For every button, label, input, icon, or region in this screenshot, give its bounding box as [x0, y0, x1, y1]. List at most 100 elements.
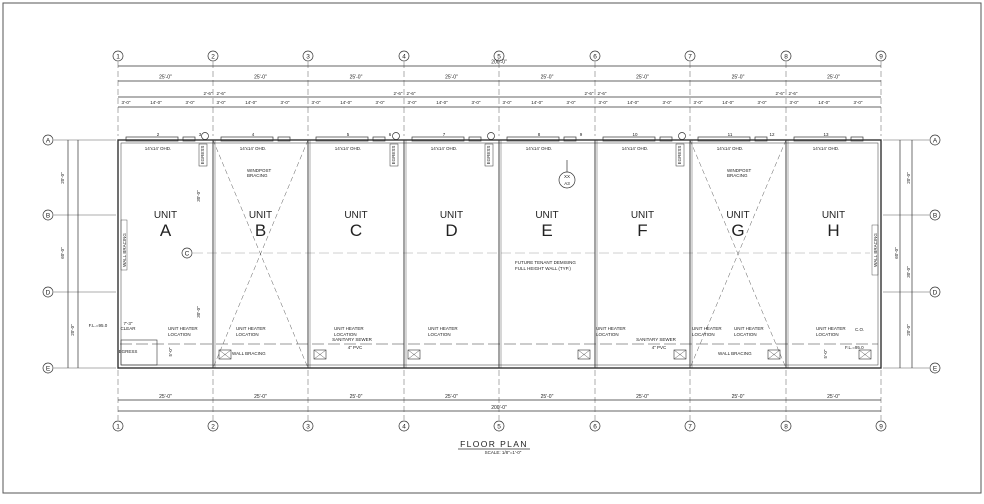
building-inner-outline — [120, 142, 879, 366]
ohd-small-7 — [754, 136, 768, 142]
unit-heater-box-5 — [767, 349, 781, 360]
ohd-label-1: 14'x14' OHD. — [145, 146, 171, 151]
door-dim-c-7: 3'-0" — [854, 100, 863, 105]
bay-dim-top-4: 25'-0" — [445, 75, 458, 81]
door-number-7: 7 — [443, 132, 446, 137]
ohd-8 — [793, 136, 847, 142]
door-dim-b-3: 14'-0" — [436, 100, 448, 105]
door-number-3: 3 — [199, 132, 202, 137]
bay-dim-bottom-6: 25'-0" — [636, 394, 649, 400]
unit-heater-x2-6 — [858, 349, 872, 360]
grid-label-C-left: C — [185, 250, 190, 257]
inner-dim-bc: 30'-0" — [196, 190, 201, 202]
right-dim-cd: 30'-0" — [906, 266, 911, 278]
door-dim-c-0: 3'-0" — [186, 100, 195, 105]
ohd-small-8 — [850, 136, 864, 142]
door-dim-e-6: 2'-6" — [789, 91, 798, 96]
unit-heater-label-1: UNIT HEATER — [236, 326, 266, 331]
unit-heater-box-4 — [673, 349, 687, 360]
ohd-small-5 — [563, 136, 577, 142]
door-dim-a-2: 3'-0" — [312, 100, 321, 105]
inner-dim-cd: 30'-0" — [196, 306, 201, 318]
grid-bubble-6-bottom — [589, 420, 601, 432]
clear-dim: 7'-3" — [124, 321, 133, 326]
unit-heater-box-1 — [313, 349, 327, 360]
door-dim-c-3: 3'-0" — [472, 100, 481, 105]
grid-label-D-right: D — [933, 289, 938, 296]
ff-label-right: F.L.=95.0 — [845, 345, 864, 350]
unit-heater-label-6: UNIT HEATER — [734, 326, 764, 331]
bay-dim-top-6: 25'-0" — [636, 75, 649, 81]
grid-label-7-bottom: 7 — [688, 423, 692, 430]
ohd-5 — [506, 136, 560, 142]
ohd-1 — [125, 136, 179, 142]
unit-heater-location-2: LOCATION — [334, 332, 357, 337]
egress-label-1: EGRESS — [200, 146, 205, 165]
egress-door-bubble-1 — [201, 132, 209, 140]
windpost-label-1: WINDPOST — [247, 168, 272, 173]
small-dim-right: 5'-0" — [823, 349, 828, 358]
ff-label-left: F.L.=95.0 — [89, 323, 108, 328]
grid-bubble-9-top — [875, 50, 887, 62]
unit-heater-label-5: UNIT HEATER — [692, 326, 722, 331]
ohd-label-4: 14'x14' OHD. — [431, 146, 457, 151]
door-number-9: 9 — [580, 132, 583, 137]
egress-box-3 — [389, 143, 399, 167]
unit-heater-location-1: LOCATION — [236, 332, 259, 337]
grid-label-5-top: 5 — [497, 53, 501, 60]
egress-door-bubble-4 — [487, 132, 495, 140]
door-number-2: 2 — [157, 132, 160, 137]
ohd-small-2 — [277, 136, 291, 142]
bay-dim-bottom-3: 25'-0" — [350, 394, 363, 400]
unit-heater-label-7: UNIT HEATER — [816, 326, 846, 331]
door-dim-d-6: 2'-6" — [776, 91, 785, 96]
grid-label-6-bottom: 6 — [593, 423, 597, 430]
right-dim-de: 20'-0" — [906, 324, 911, 336]
plan-scale: SCALE: 1/8"=1'-0" — [485, 450, 522, 455]
grid-bubble-6-top — [589, 50, 601, 62]
sheet-border — [2, 2, 982, 494]
unit-D-word: UNIT — [440, 210, 463, 221]
wall-bracing-bottom-1: WALL BRACING — [232, 351, 266, 356]
unit-A-word: UNIT — [154, 210, 177, 221]
door-dim-c-5: 3'-0" — [663, 100, 672, 105]
grid-bubble-A-left — [42, 134, 54, 146]
grid-bubble-4-top — [398, 50, 410, 62]
left-dim-ab: 20'-0" — [60, 172, 65, 184]
grid-bubble-D-right — [929, 286, 941, 298]
section-marker-top: XX — [564, 174, 570, 179]
bay-dim-bottom-4: 25'-0" — [445, 394, 458, 400]
grid-label-9-top: 9 — [879, 53, 883, 60]
grid-bubble-1-bottom — [112, 420, 124, 432]
grid-bubble-1-top — [112, 50, 124, 62]
windpost-label-2: WINDPOST — [727, 168, 752, 173]
grid-label-E-right: E — [933, 365, 938, 372]
unit-heater-box-6 — [858, 349, 872, 360]
door-dim-b-2: 14'-0" — [340, 100, 352, 105]
unit-heater-box-3 — [577, 349, 591, 360]
unit-H-letter: H — [827, 221, 839, 240]
left-dim-de: 20'-0" — [70, 324, 75, 336]
door-dim-a-0: 3'-0" — [122, 100, 131, 105]
grid-bubble-3-bottom — [302, 420, 314, 432]
unit-heater-x2-2 — [407, 349, 421, 360]
right-dim-total: 60'-0" — [894, 247, 899, 259]
grid-label-B-left: B — [46, 212, 50, 219]
grid-label-5-bottom: 5 — [497, 423, 501, 430]
unit-heater-x2-1 — [313, 349, 327, 360]
unit-F-word: UNIT — [631, 210, 654, 221]
egress-box-6 — [675, 143, 685, 167]
door-dim-b-7: 14'-0" — [818, 100, 830, 105]
cleanout-label: C.O. — [855, 327, 864, 332]
bay-dim-bottom-7: 25'-0" — [732, 394, 745, 400]
sanitary-label-1: SANITARY SEWER — [332, 337, 373, 342]
ohd-label-7: 14'x14' OHD. — [717, 146, 743, 151]
door-dim-e-0: 2'-6" — [217, 91, 226, 96]
overall-dim-top: 200'-0" — [491, 60, 507, 66]
unit-G-word: UNIT — [726, 210, 749, 221]
ohd-6 — [602, 136, 656, 142]
ohd-label-8: 14'x14' OHD. — [813, 146, 839, 151]
grid-label-E-left: E — [46, 365, 51, 372]
grid-label-2-top: 2 — [211, 53, 215, 60]
